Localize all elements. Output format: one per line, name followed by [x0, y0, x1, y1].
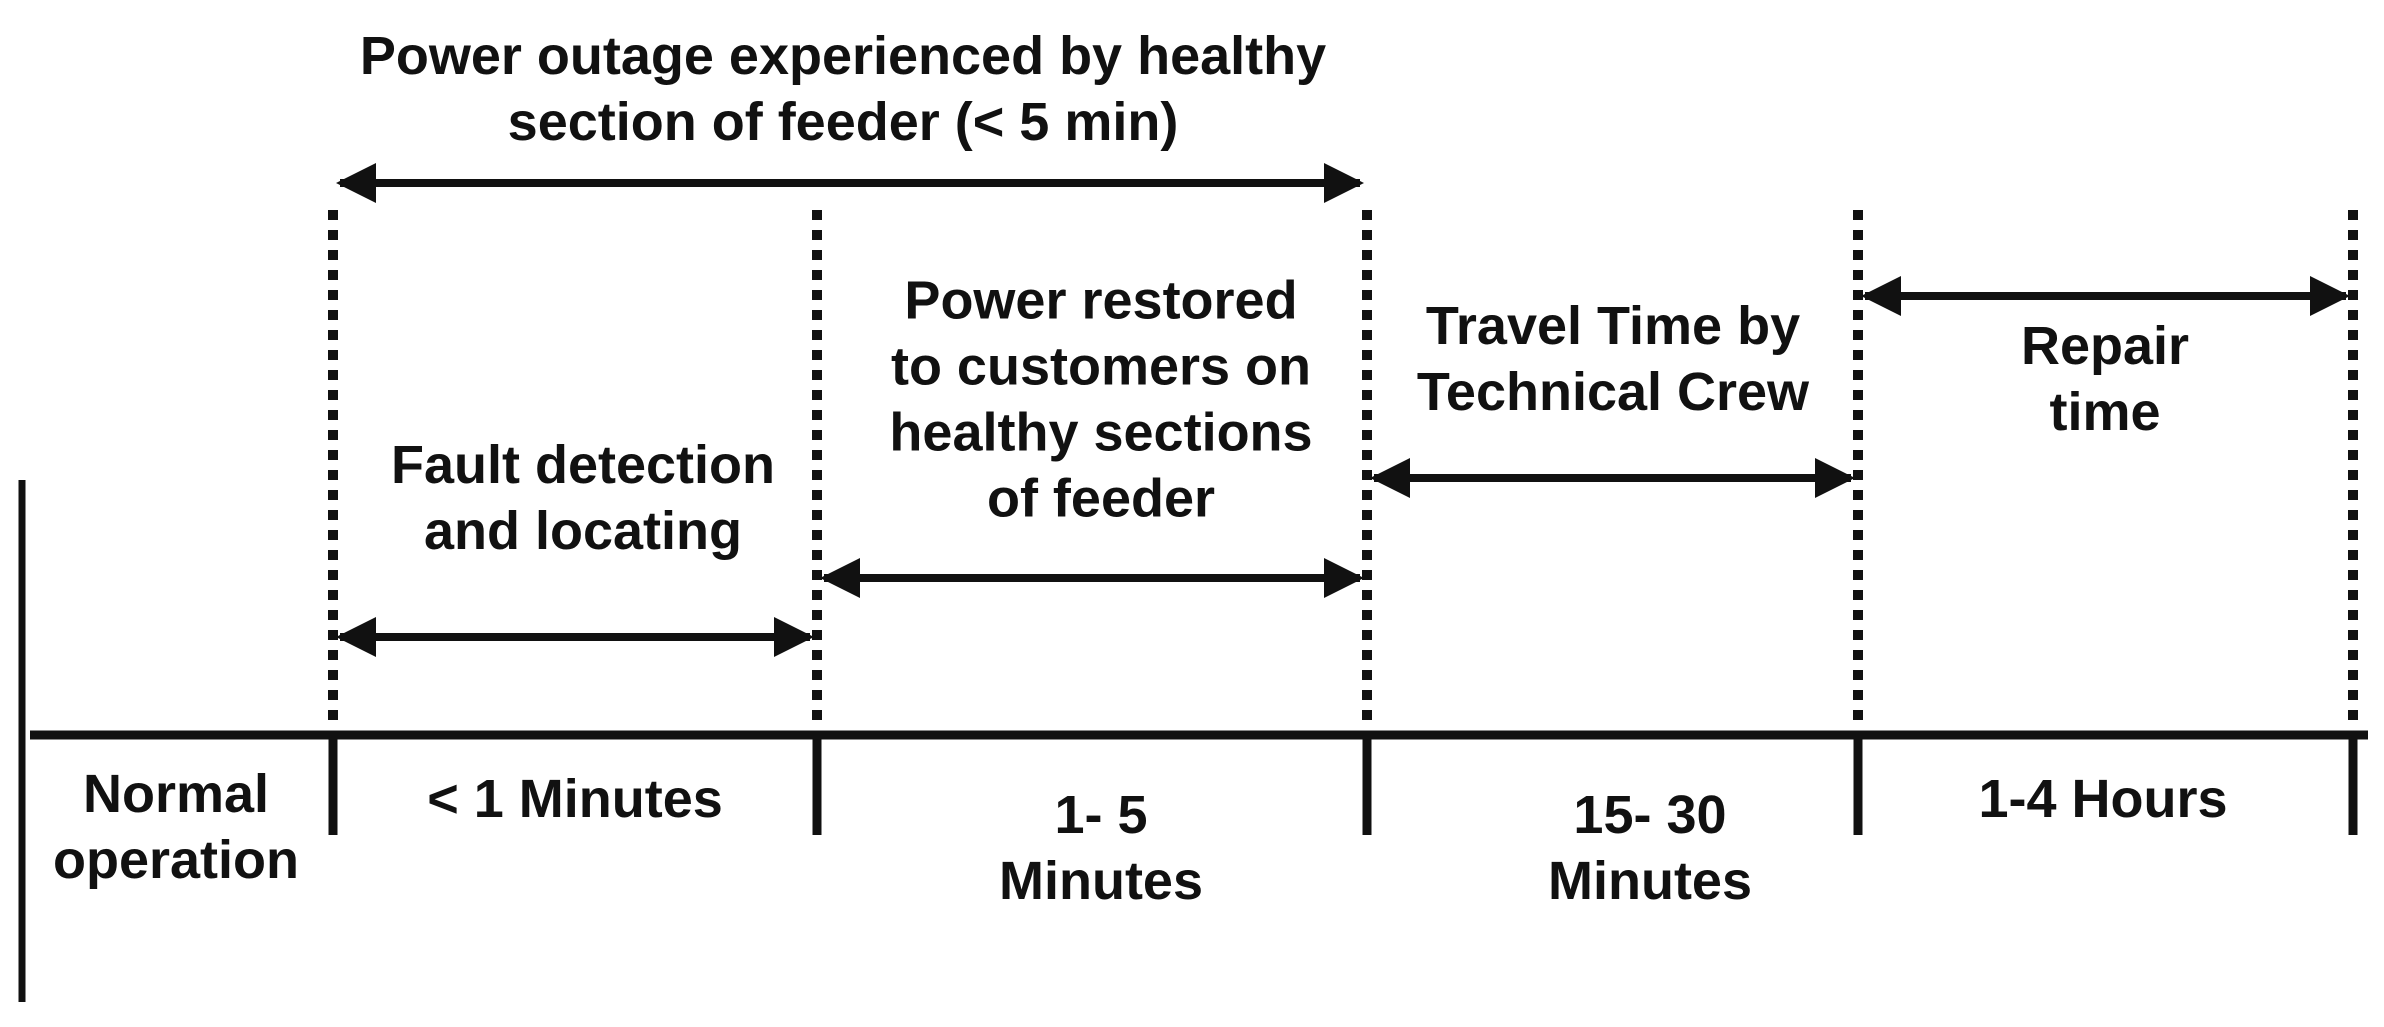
travel-time-label: Travel Time by Technical Crew [1416, 296, 1810, 422]
outage-span-label: Power outage experienced by healthy sect… [359, 26, 1327, 152]
repair-time-label: Repair time [2020, 316, 2190, 442]
segment-3-duration: 15- 30 Minutes [1547, 785, 1753, 911]
fault-detection-label: Fault detection and locating [390, 435, 776, 561]
power-restored-label: Power restored to customers on healthy s… [889, 270, 1313, 528]
normal-operation-label: Normal operation [52, 764, 300, 890]
segment-2-duration: 1- 5 Minutes [998, 785, 1204, 911]
segment-1-duration: < 1 Minutes [427, 769, 723, 830]
segment-4-duration: 1-4 Hours [1978, 769, 2228, 830]
